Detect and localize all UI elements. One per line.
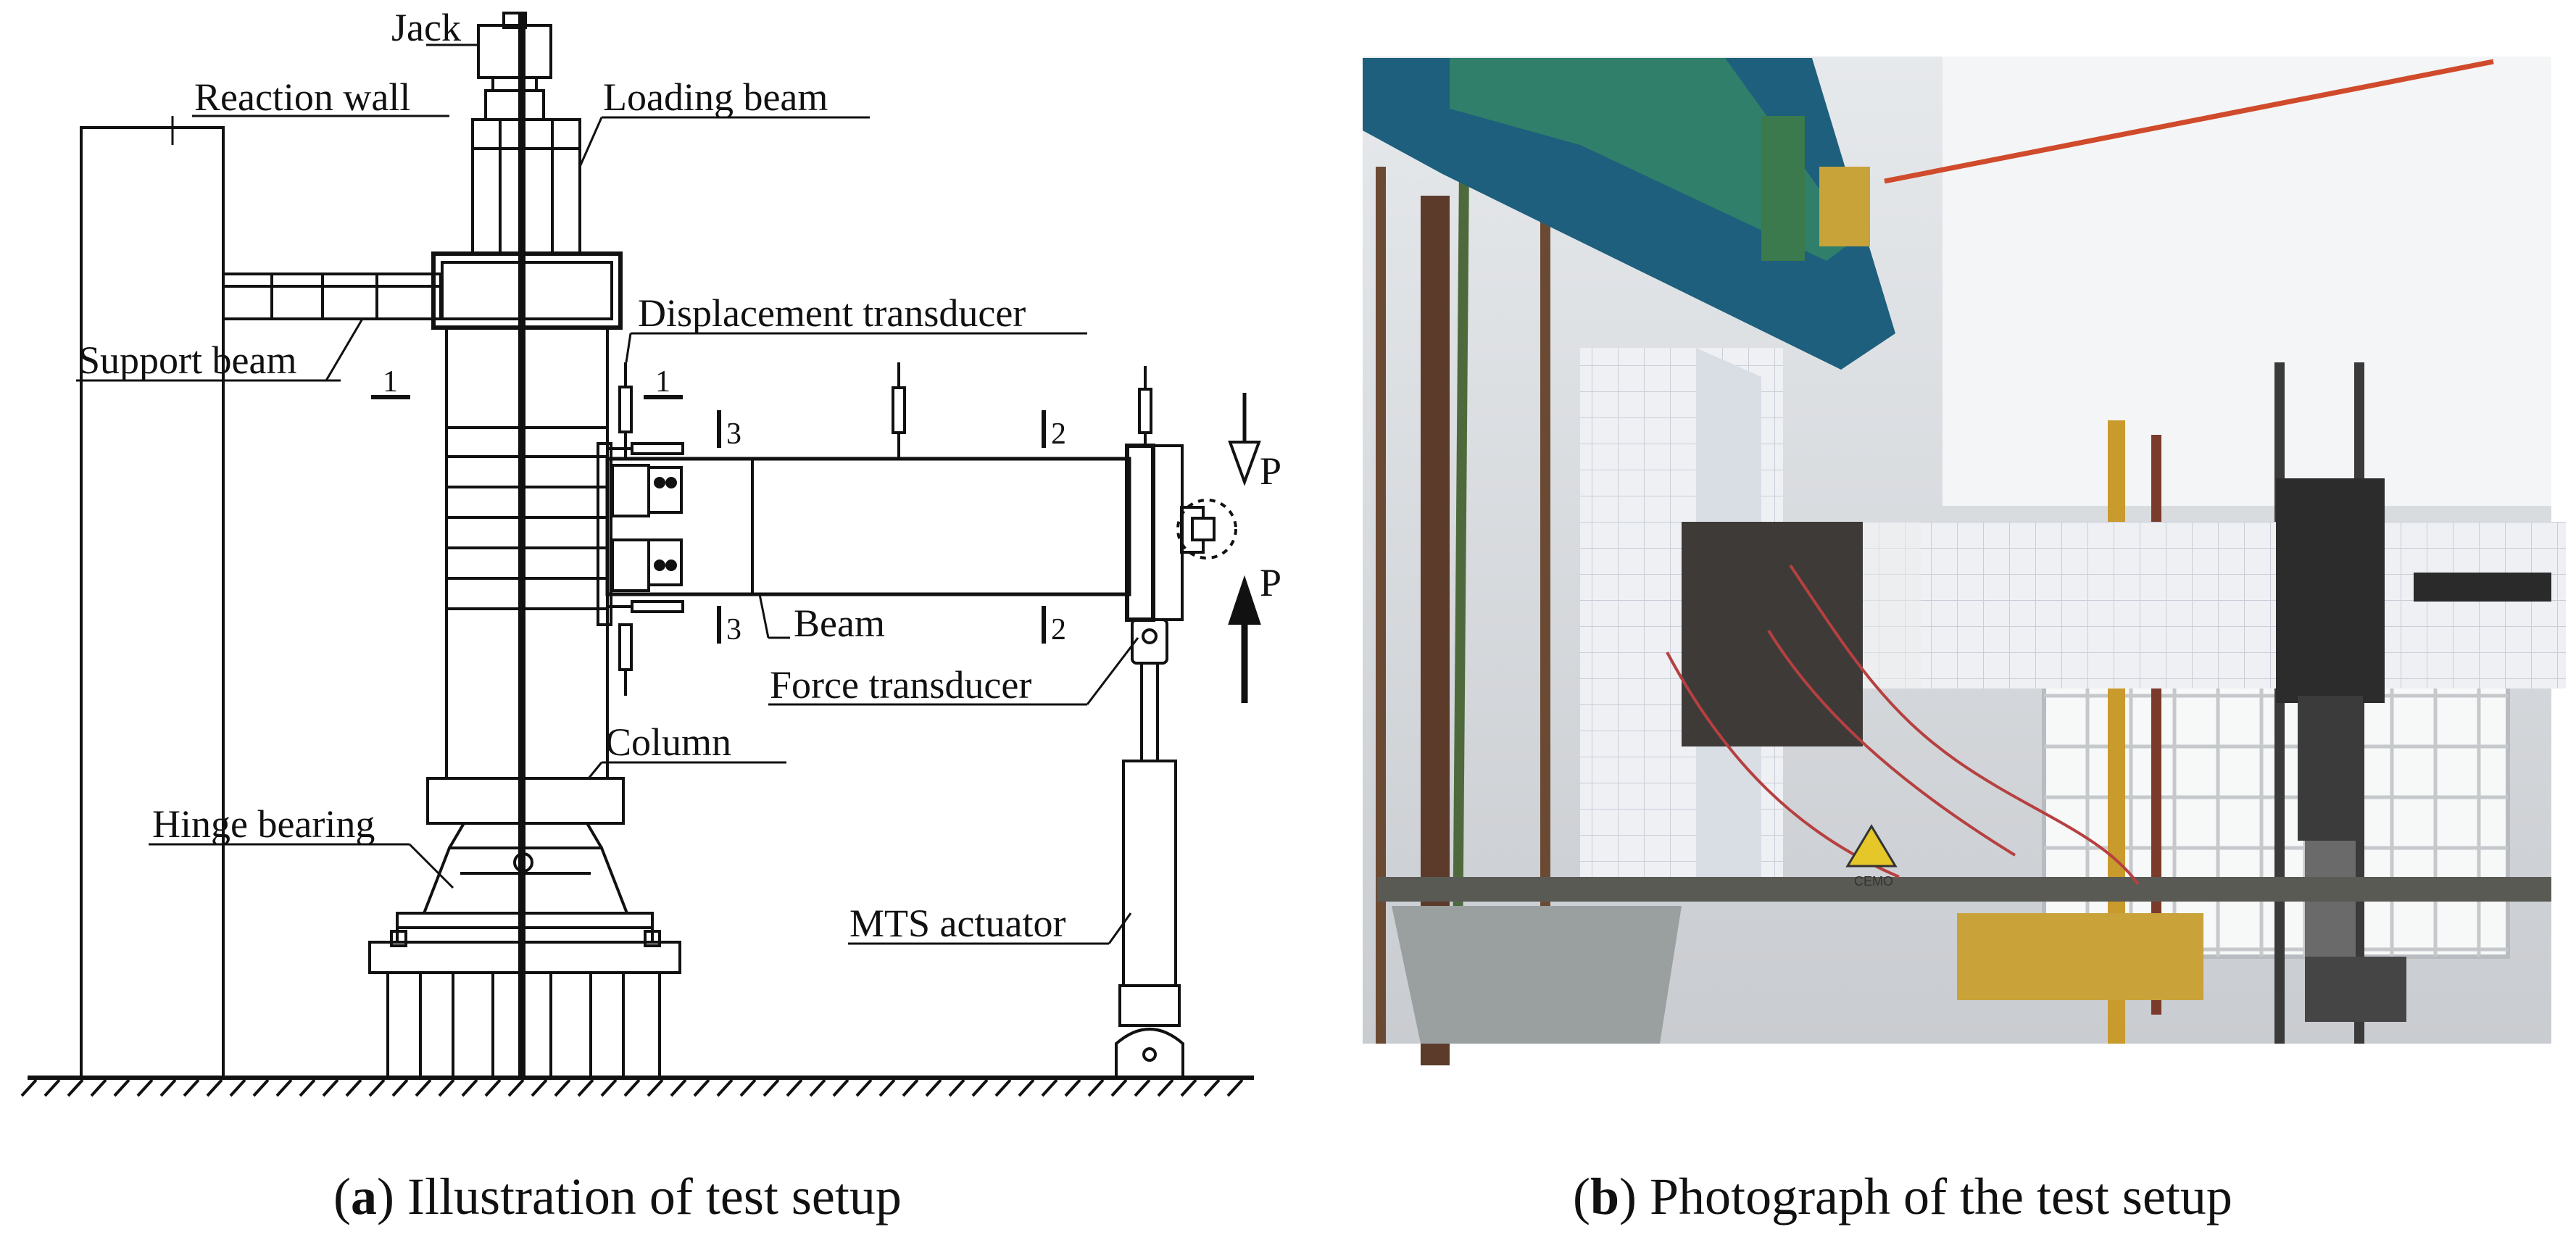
caption-a: (a) Illustration of test setup [333,1168,902,1226]
warning-sign-text: CEMO [1854,874,1893,889]
base-beam [1377,877,2551,1044]
load-down-label: P [1260,449,1281,493]
reaction-wall-label: Reaction wall [194,75,410,119]
caption-a-letter: a [350,1168,377,1226]
load-arrows [1228,393,1261,703]
mts-actuator [1115,618,1184,1078]
warning-sign: CEMO [1845,824,1898,889]
caption-b-letter: b [1590,1168,1620,1226]
reaction-wall [80,126,225,1079]
section-mark-label: 3 [726,417,741,451]
section-mark-label: 1 [655,365,670,399]
leader-lines [76,43,1139,945]
test-setup-schematic: Jack Reaction wall Loading beam Support … [20,6,1281,1097]
section-mark-label: 3 [726,613,741,646]
displacement-transducer-label: Displacement transducer [638,291,1026,335]
caption-b-text: Photograph of the test setup [1650,1168,2232,1226]
beam-label: Beam [794,602,885,645]
section-mark-label: 2 [1051,613,1066,646]
section-mark-label: 2 [1051,417,1066,451]
jack-label: Jack [391,6,461,49]
loading-beam-label: Loading beam [603,75,828,119]
hinge-bearing [368,777,681,1078]
ground-hatching [20,1076,1254,1097]
force-transducer-label: Force transducer [770,663,1031,707]
mts-actuator-label: MTS actuator [849,902,1065,945]
section-mark-label: 1 [383,365,398,399]
section-marks [371,395,1046,644]
column-label: Column [605,720,731,764]
support-beam-label: Support beam [78,338,296,382]
load-up-label: P [1260,561,1281,604]
displacement-transducers [609,362,1152,696]
caption-b: (b) Photograph of the test setup [1573,1168,2232,1226]
caption-a-text: Illustration of test setup [407,1168,902,1226]
hinge-bearing-label: Hinge bearing [152,802,375,846]
